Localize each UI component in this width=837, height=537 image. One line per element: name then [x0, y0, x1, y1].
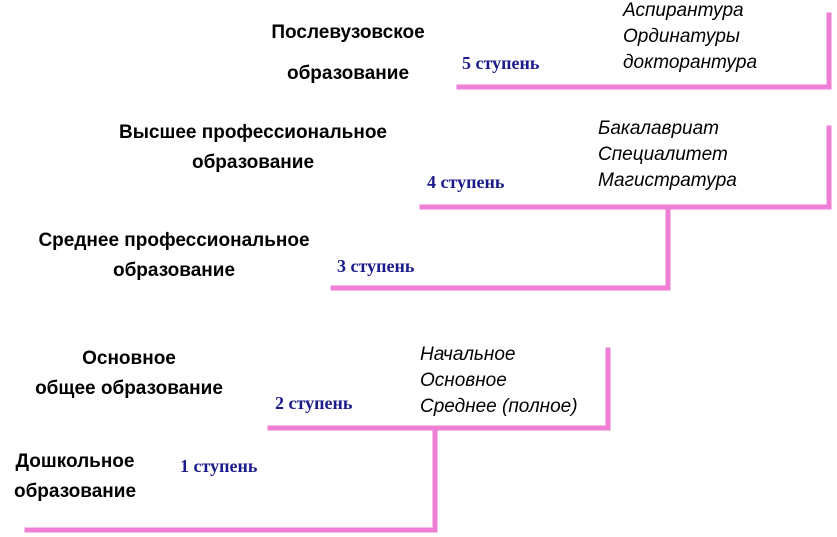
stair-line-level-1 [24, 425, 438, 533]
level-3-title: Среднее профессиональное образование [38, 230, 310, 281]
level-5-title: Послевузовское образование [271, 22, 425, 84]
level-3-step-label: 3 ступень [337, 256, 415, 276]
program-item: Начальное [420, 344, 516, 365]
program-item: Аспирантура [623, 0, 744, 21]
program-item: Среднее (полное) [420, 396, 578, 417]
level-5-programs: Аспирантура Ординатуры докторантура [623, 0, 757, 76]
level-2-programs: Начальное Основное Среднее (полное) [420, 342, 578, 420]
stair-line-level-4 [419, 125, 832, 210]
program-item: Бакалавриат [598, 118, 719, 139]
stair-line-level-2 [267, 347, 611, 431]
level-2-title: Основное общее образование [35, 348, 223, 399]
level-4-programs: Бакалавриат Специалитет Магистратура [598, 116, 737, 194]
level-4-title: Высшее профессиональное образование [118, 122, 387, 173]
level-4-step-label: 4 ступень [427, 172, 505, 192]
program-item: Магистратура [598, 170, 737, 191]
stair-line-level-3 [330, 207, 671, 291]
program-item: докторантура [623, 52, 758, 73]
level-1-step-label: 1 ступень [180, 456, 258, 476]
level-1-title: Дошкольное образование [13, 451, 137, 502]
program-item: Основное [420, 370, 507, 391]
stair-line-level-5 [456, 12, 832, 90]
program-item: Ординатуры [623, 26, 740, 47]
program-item: Специалитет [598, 144, 728, 165]
level-5-step-label: 5 ступень [462, 53, 540, 73]
level-2-step-label: 2 ступень [275, 393, 353, 413]
